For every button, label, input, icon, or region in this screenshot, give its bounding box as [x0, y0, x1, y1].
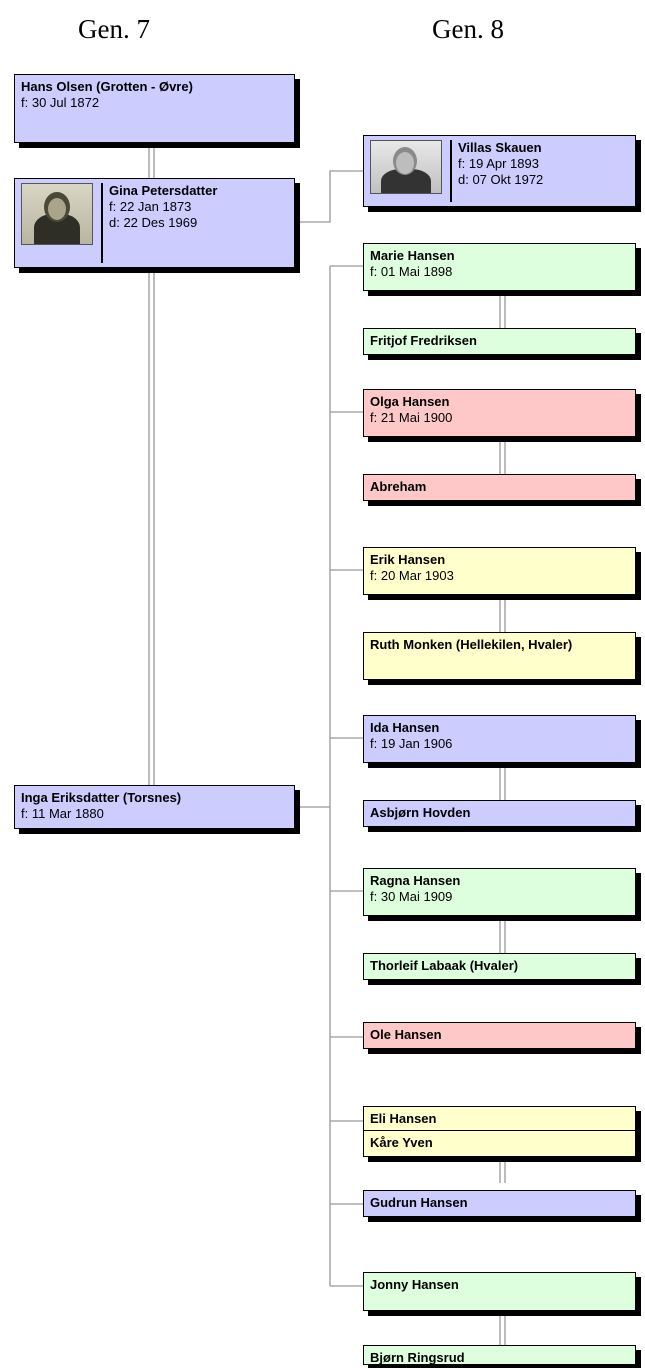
person-fritjof-fredriksen[interactable]: Fritjof Fredriksen [363, 328, 636, 355]
person-abreham[interactable]: Abreham [363, 474, 636, 501]
person-thorleif-labaak[interactable]: Thorleif Labaak (Hvaler) [363, 953, 636, 980]
person-gina-petersdatter[interactable]: Gina Petersdatter f: 22 Jan 1873 d: 22 D… [14, 178, 295, 268]
birth-date: f: 11 Mar 1880 [21, 806, 104, 821]
person-name: Erik Hansen [370, 552, 446, 567]
person-jonny-hansen[interactable]: Jonny Hansen [363, 1272, 636, 1311]
birth-date: f: 19 Apr 1893 [458, 156, 539, 171]
person-name: Gudrun Hansen [370, 1195, 468, 1210]
death-date: d: 22 Des 1969 [109, 215, 198, 230]
person-name: Olga Hansen [370, 394, 450, 409]
person-name: Ragna Hansen [370, 873, 461, 888]
birth-date: f: 19 Jan 1906 [370, 736, 453, 751]
person-inga-eriksdatter[interactable]: Inga Eriksdatter (Torsnes) f: 11 Mar 188… [14, 785, 295, 829]
person-erik-hansen[interactable]: Erik Hansen f: 20 Mar 1903 [363, 547, 636, 595]
person-name: Thorleif Labaak (Hvaler) [370, 958, 519, 973]
generation-7-header: Gen. 7 [78, 14, 150, 44]
person-ragna-hansen[interactable]: Ragna Hansen f: 30 Mai 1909 [363, 868, 636, 916]
person-marie-hansen[interactable]: Marie Hansen f: 01 Mai 1898 [363, 243, 636, 291]
person-asbjorn-hovden[interactable]: Asbjørn Hovden [363, 800, 636, 827]
birth-date: f: 20 Mar 1903 [370, 568, 454, 583]
person-ole-hansen[interactable]: Ole Hansen [363, 1022, 636, 1049]
generation-8-header: Gen. 8 [432, 14, 504, 44]
person-name: Ole Hansen [370, 1027, 442, 1042]
person-name: Bjørn Ringsrud [370, 1350, 465, 1365]
person-name: Gina Petersdatter [109, 183, 218, 198]
person-name: Villas Skauen [458, 140, 542, 155]
person-name: Ida Hansen [370, 720, 440, 735]
person-name: Kåre Yven [370, 1135, 433, 1150]
person-name: Marie Hansen [370, 248, 455, 263]
person-name: Hans Olsen (Grotten - Øvre) [21, 79, 193, 94]
person-name: Fritjof Fredriksen [370, 333, 477, 348]
person-name: Abreham [370, 479, 427, 494]
death-date: d: 07 Okt 1972 [458, 172, 544, 187]
birth-date: f: 21 Mai 1900 [370, 410, 453, 425]
person-hans-olsen[interactable]: Hans Olsen (Grotten - Øvre) f: 30 Jul 18… [14, 74, 295, 143]
person-name: Eli Hansen [370, 1111, 437, 1126]
person-ida-hansen[interactable]: Ida Hansen f: 19 Jan 1906 [363, 715, 636, 763]
portrait-photo-icon [370, 140, 442, 194]
person-bjorn-ringsrud[interactable]: Bjørn Ringsrud [363, 1345, 636, 1365]
person-villas-skauen[interactable]: Villas Skauen f: 19 Apr 1893 d: 07 Okt 1… [363, 135, 636, 207]
person-olga-hansen[interactable]: Olga Hansen f: 21 Mai 1900 [363, 389, 636, 437]
person-name: Inga Eriksdatter (Torsnes) [21, 790, 182, 805]
birth-date: f: 30 Jul 1872 [21, 95, 100, 110]
person-ruth-monken[interactable]: Ruth Monken (Hellekilen, Hvaler) [363, 632, 636, 680]
person-name: Ruth Monken (Hellekilen, Hvaler) [370, 637, 573, 652]
person-kare-yven[interactable]: Kåre Yven [363, 1130, 636, 1157]
birth-date: f: 30 Mai 1909 [370, 889, 453, 904]
person-name: Asbjørn Hovden [370, 805, 471, 820]
person-gudrun-hansen[interactable]: Gudrun Hansen [363, 1190, 636, 1217]
birth-date: f: 01 Mai 1898 [370, 264, 453, 279]
birth-date: f: 22 Jan 1873 [109, 199, 192, 214]
person-details: Villas Skauen f: 19 Apr 1893 d: 07 Okt 1… [450, 140, 543, 202]
portrait-photo-icon [21, 183, 93, 245]
person-details: Gina Petersdatter f: 22 Jan 1873 d: 22 D… [101, 183, 217, 263]
person-name: Jonny Hansen [370, 1277, 459, 1292]
